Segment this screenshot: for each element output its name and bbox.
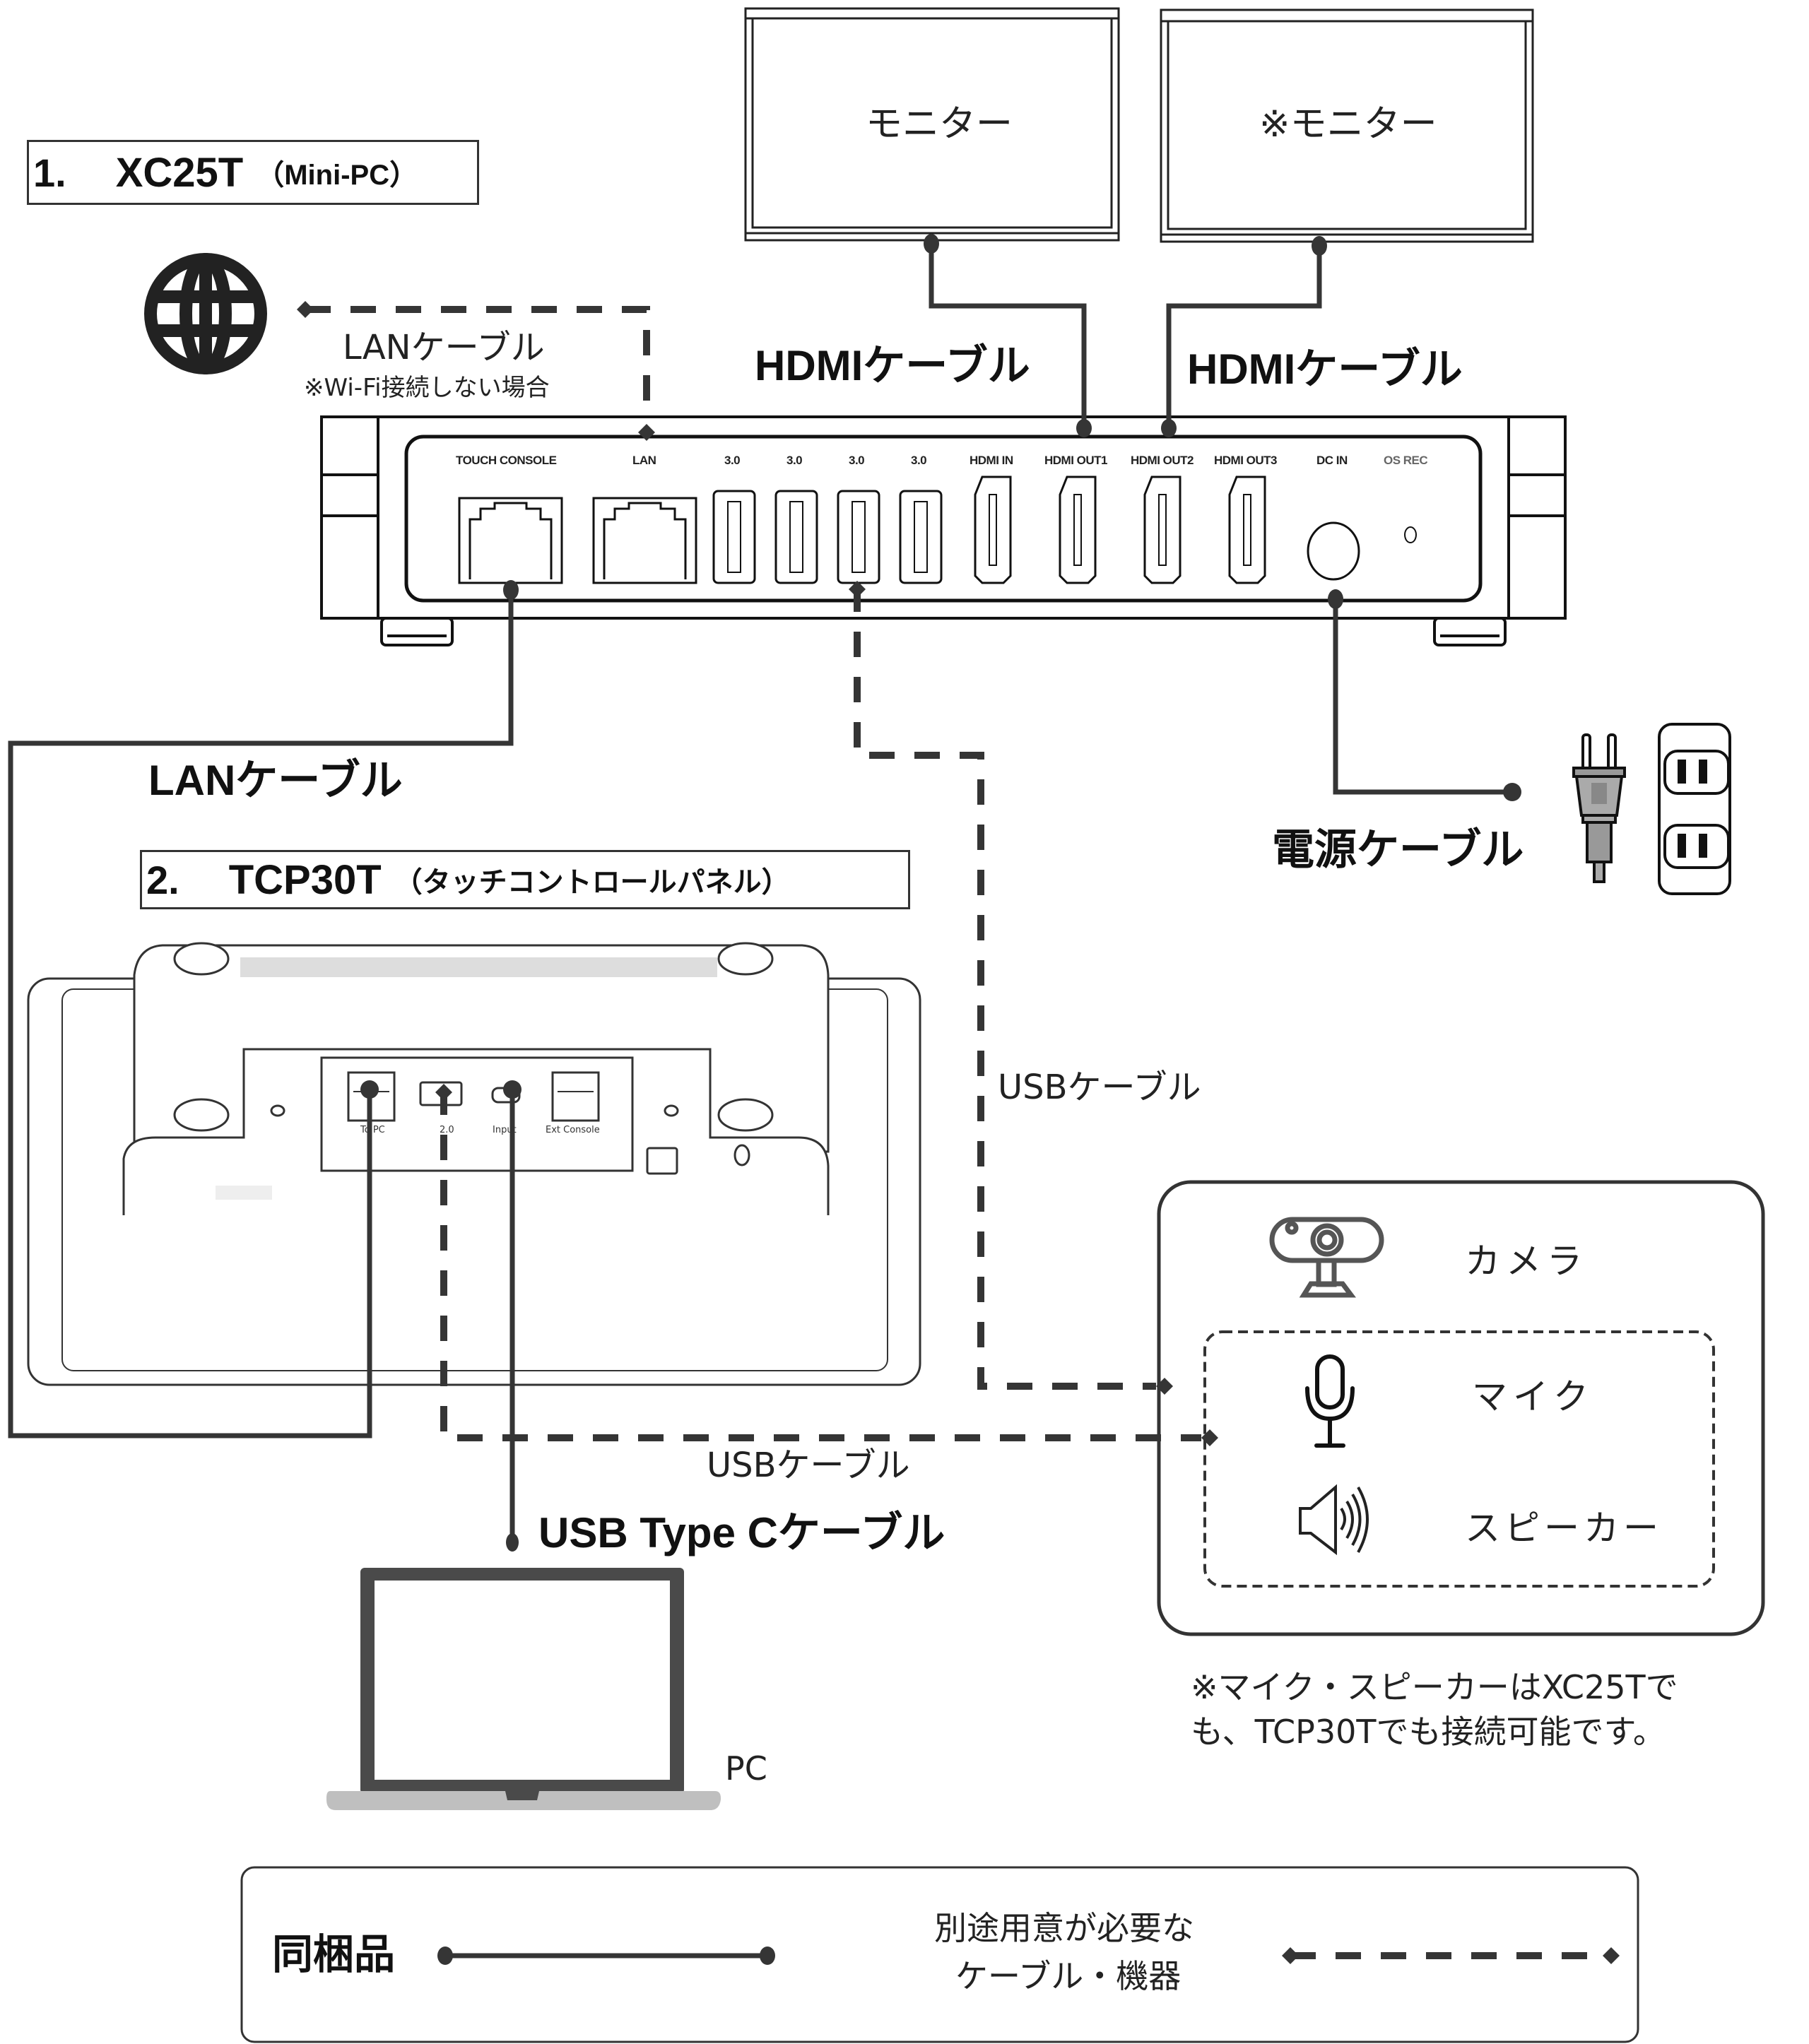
power-plug-icon: [1572, 733, 1626, 883]
power-cable: [1333, 599, 1512, 795]
port-hdmi-out1: HDMI OUT1: [1044, 454, 1108, 467]
legend-included-label: 同梱品: [272, 1932, 396, 1978]
hdmi-cable-2-label: HDMIケーブル: [1187, 345, 1463, 393]
tport-usb2: 2.0: [440, 1125, 454, 1135]
section-subtitle: （Mini-PC）: [256, 160, 418, 191]
tport-ext-console: Ext Console: [546, 1125, 600, 1135]
section-name: TCP30T: [228, 856, 382, 903]
monitor-2: [1160, 8, 1534, 243]
usb-cable-xc25t-label: USBケーブル: [998, 1068, 1201, 1107]
section-name: XC25T: [115, 149, 244, 196]
speaker-icon: [1299, 1484, 1369, 1556]
usb-cable-tcp30t-label: USBケーブル: [707, 1446, 910, 1485]
microphone-icon: [1305, 1354, 1355, 1448]
lan-cable-console: [8, 589, 514, 1439]
peripheral-note-line1: ※マイク・スピーカーはXC25Tで: [1191, 1668, 1678, 1706]
tport-to-pc: To PC: [360, 1125, 385, 1135]
usb-type-c-label: USB Type Cケーブル: [538, 1509, 945, 1556]
legend-separate-line2: ケーブル・機器: [955, 1957, 1182, 1995]
camera-label: カメラ: [1465, 1241, 1588, 1282]
section-title-xc25t: 1. XC25T （Mini-PC）: [27, 140, 479, 205]
tcp30t-device: [27, 942, 921, 1386]
globe-icon: [144, 253, 267, 374]
port-hdmi-in: HDMI IN: [970, 454, 1013, 467]
peripheral-box: [1157, 1180, 1765, 1636]
port-dc-in: DC IN: [1316, 454, 1348, 467]
hdmi-cable-1-label: HDMIケーブル: [755, 342, 1030, 389]
mic-label: マイク: [1472, 1376, 1594, 1417]
internet-lan-note: ※Wi-Fi接続しない場合: [304, 374, 550, 402]
section-subtitle: （タッチコントロールパネル）: [394, 867, 790, 898]
pc-label: PC: [725, 1749, 767, 1788]
speaker-label: スピーカー: [1465, 1508, 1663, 1549]
usb-cable-xc25t: [854, 586, 1156, 1390]
xc25t-device: [320, 415, 1567, 646]
internet-lan-label: LANケーブル: [343, 328, 545, 367]
port-hdmi-out2: HDMI OUT2: [1131, 454, 1194, 467]
port-usb3-3: 3.0: [849, 454, 865, 467]
console-lan-label: LANケーブル: [148, 757, 403, 804]
laptop-icon: [326, 1568, 721, 1810]
lan-cable-internet: [305, 306, 650, 417]
monitor-1: [744, 7, 1120, 242]
power-cable-label: 電源ケーブル: [1272, 826, 1524, 873]
monitor-1-label: モニター: [866, 103, 1013, 146]
hdmi-cable-2: [1166, 240, 1322, 424]
hdmi-cable-1: [929, 239, 1087, 424]
power-outlet-icon: [1658, 723, 1731, 895]
port-usb3-1: 3.0: [724, 454, 741, 467]
port-touch-console: TOUCH CONSOLE: [456, 454, 557, 467]
port-usb3-4: 3.0: [911, 454, 927, 467]
peripheral-note-line2: も、TCP30Tでも接続可能です。: [1191, 1713, 1666, 1751]
camera-icon: [1269, 1217, 1384, 1298]
legend-separate-line1: 別途用意が必要な: [934, 1909, 1194, 1947]
tport-input: Input: [493, 1125, 517, 1135]
port-os-rec: OS REC: [1384, 454, 1428, 467]
legend-box: [240, 1866, 1639, 2043]
port-usb3-2: 3.0: [786, 454, 803, 467]
section-title-tcp30t: 2. TCP30T （タッチコントロールパネル）: [140, 850, 910, 909]
monitor-2-label: ※モニター: [1259, 103, 1437, 146]
port-hdmi-out3: HDMI OUT3: [1214, 454, 1278, 467]
section-number: 1.: [33, 150, 66, 195]
section-number: 2.: [146, 857, 179, 902]
port-lan: LAN: [632, 454, 656, 467]
